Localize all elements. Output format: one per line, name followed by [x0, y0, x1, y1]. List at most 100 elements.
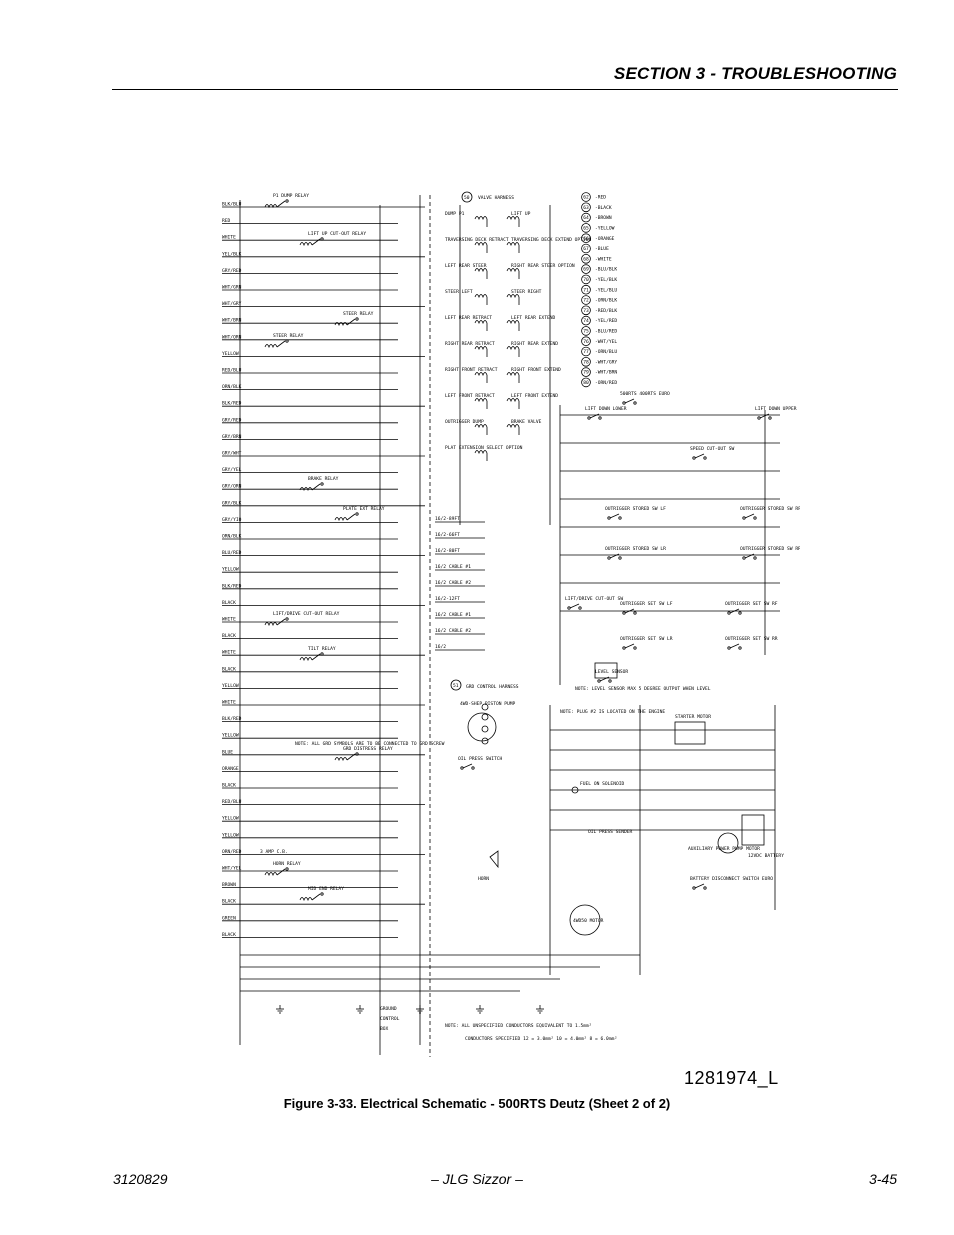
valve-label: BRAKE VALVE: [511, 419, 542, 425]
pin-wire-color: -WHT/BRN: [595, 370, 617, 376]
switch-terminal: [587, 416, 591, 420]
wire-label: BLACK: [222, 783, 236, 789]
harness-number: 50: [464, 195, 470, 201]
relay-coil: [264, 204, 278, 209]
connector-pin: [581, 305, 591, 316]
switch-label: OUTRIGGER SET SW LF: [620, 601, 673, 607]
pin-wire-color: -BLACK: [595, 205, 612, 211]
valve-coil: [506, 372, 520, 377]
wire-label: GRY/WHT: [222, 451, 242, 457]
wire-label: WHT/GRN: [222, 285, 242, 291]
relay-contact: [276, 340, 286, 348]
wire-label: ORANGE: [222, 766, 239, 772]
wire-label: GREEN: [222, 915, 236, 921]
pin-number: 74: [583, 318, 589, 324]
switch-label: OUTRIGGER STORED SW RR: [740, 546, 800, 552]
wire-label: YELLOW: [222, 733, 239, 739]
wire-label: WHT/GRY: [222, 301, 242, 307]
starter-motor-box: [674, 721, 706, 745]
relay-contact: [346, 318, 356, 326]
relay-label: TILT RELAY: [308, 646, 336, 652]
wire-label: BLUE: [222, 749, 233, 755]
switch-terminal: [633, 646, 637, 650]
relay-coil: [264, 622, 278, 627]
wire-label: BLACK: [222, 600, 236, 606]
cable-label: 16/2: [435, 644, 446, 650]
switch-contact: [609, 513, 620, 519]
footer-doc-number: 3120829: [113, 1171, 168, 1187]
bottom-label: CONTROL: [380, 1016, 400, 1022]
wire-label: BLK/RED: [222, 583, 242, 589]
connector-pin: [581, 233, 591, 243]
relay-coil: [334, 517, 348, 522]
switch-terminal: [727, 611, 731, 615]
pin-wire-color: -ORN/RED: [595, 380, 617, 386]
cable-label: 16/2 CABLE #1: [435, 564, 471, 570]
schematic-note: CONDUCTORS SPECIFIED 12 = 3.0mm² 10 = 4.…: [465, 1036, 617, 1042]
wire-label: GRY/ORN: [222, 484, 242, 490]
schematic-note: NOTE: ALL GRD SYMBOLS ARE TO BE CONNECTE…: [295, 741, 445, 747]
pin-number: 66: [583, 236, 589, 242]
valve-coil: [474, 450, 488, 455]
valve-coil: [506, 216, 520, 221]
wire-label: WHITE: [222, 650, 236, 656]
switch-terminal: [460, 766, 464, 770]
pin-number: 77: [583, 349, 589, 355]
relay-contact: [311, 238, 321, 246]
connector-pin: [581, 377, 591, 388]
relay-label: MID END RELAY: [308, 886, 344, 892]
switch-terminal: [607, 556, 611, 560]
pin-wire-color: -ORN/BLK: [595, 298, 617, 304]
switch-contact: [694, 883, 705, 889]
wire-label: GRY/RED: [222, 268, 242, 274]
motor: [569, 904, 601, 936]
connector-pin: [581, 326, 591, 336]
valve-label: TRAVERSING DECK EXTEND OPTION: [511, 237, 591, 243]
connector-pin: [581, 367, 591, 377]
relay-terminal: [320, 482, 324, 486]
header-rule: [112, 89, 898, 90]
valve-label: RIGHT FRONT EXTEND: [511, 367, 561, 373]
valve-coil: [506, 294, 520, 299]
valve-label: RIGHT REAR STEER OPTION: [511, 263, 575, 269]
pin-wire-color: -ORANGE: [595, 236, 615, 242]
wire-label: YELLOW: [222, 832, 239, 838]
wire-label: WHITE: [222, 235, 236, 241]
relay-contact: [311, 893, 321, 901]
pin-number: 78: [583, 359, 589, 365]
wire-label: RED/BLU: [222, 368, 242, 374]
switch-terminal: [727, 646, 731, 650]
wire-label: BLK/RED: [222, 401, 242, 407]
relay-label: HORN RELAY: [273, 861, 301, 867]
valve-label: RIGHT FRONT RETRACT: [445, 367, 498, 373]
component-label: HORN: [478, 876, 489, 882]
valve-label: RIGHT REAR RETRACT: [445, 341, 495, 347]
wire-label: YELLOW: [222, 567, 239, 573]
wire-label: BLACK: [222, 932, 236, 938]
wire-label: GRY/RED: [222, 417, 242, 423]
component-label: 4WD-SHEP PISTON PUMP: [460, 701, 516, 707]
schematic-note: NOTE: ALL UNSPECIFIED CONDUCTORS EQUIVAL…: [445, 1023, 592, 1029]
wire-label: BROWN: [222, 882, 236, 888]
relay-coil: [264, 344, 278, 349]
relay-label: P1 DUMP RELAY: [273, 193, 309, 199]
switch-contact: [744, 513, 755, 519]
pin-wire-color: -WHT/YEL: [595, 339, 617, 345]
cable-label: 16/2-66FT: [435, 532, 460, 538]
wire-label: GRY/YEL: [222, 467, 242, 473]
wire-label: BLK/BLU: [222, 202, 242, 208]
switch-terminal: [607, 516, 611, 520]
relay-terminal: [320, 237, 324, 241]
wire-label: GRY/YIO: [222, 517, 242, 523]
pin-wire-color: -BLU/RED: [595, 329, 617, 335]
pin-number: 70: [583, 277, 589, 283]
switch-contact: [694, 453, 705, 459]
relay-label: PLATE EXT RELAY: [343, 506, 385, 512]
connector-pin: [581, 295, 591, 305]
valve-label: RIGHT REAR EXTEND: [511, 341, 558, 347]
pump-pin: [481, 737, 489, 745]
wire-label: ORN/RED: [222, 849, 242, 855]
valve-coil: [474, 424, 488, 429]
switch-label: BATTERY DISCONNECT SWITCH EURO: [690, 876, 773, 882]
switch-terminal: [597, 679, 601, 683]
